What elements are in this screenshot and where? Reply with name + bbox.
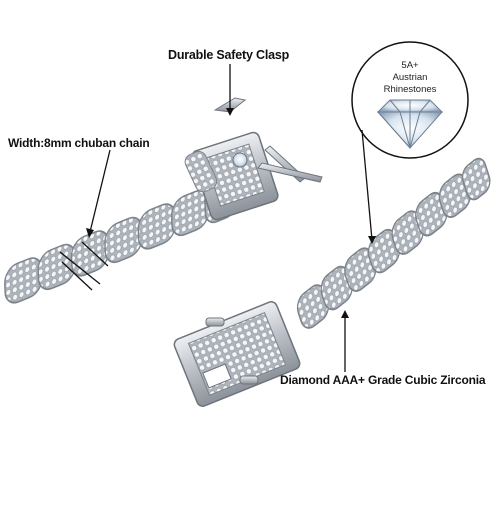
badge-line-3: Rhinestones: [383, 84, 437, 95]
callout-lines: [59, 64, 376, 372]
width-label: Width:8mm chuban chain: [8, 136, 150, 150]
diamond-icon: [376, 99, 444, 149]
zirconia-label: Diamond AAA+ Grade Cubic Zirconia: [280, 373, 486, 387]
width-callout-line: [89, 149, 111, 233]
closed-clasp: [173, 301, 301, 407]
width-bracket-top: [59, 251, 101, 285]
open-clasp: [184, 97, 323, 221]
badge-line-1: 5A+: [401, 60, 419, 71]
rhinestone-badge: [351, 41, 469, 159]
right-chain: [296, 157, 491, 329]
badge-line-2: Austrian: [392, 72, 428, 83]
clasp-label: Durable Safety Clasp: [168, 48, 290, 62]
badge-callout-line: [361, 129, 373, 241]
